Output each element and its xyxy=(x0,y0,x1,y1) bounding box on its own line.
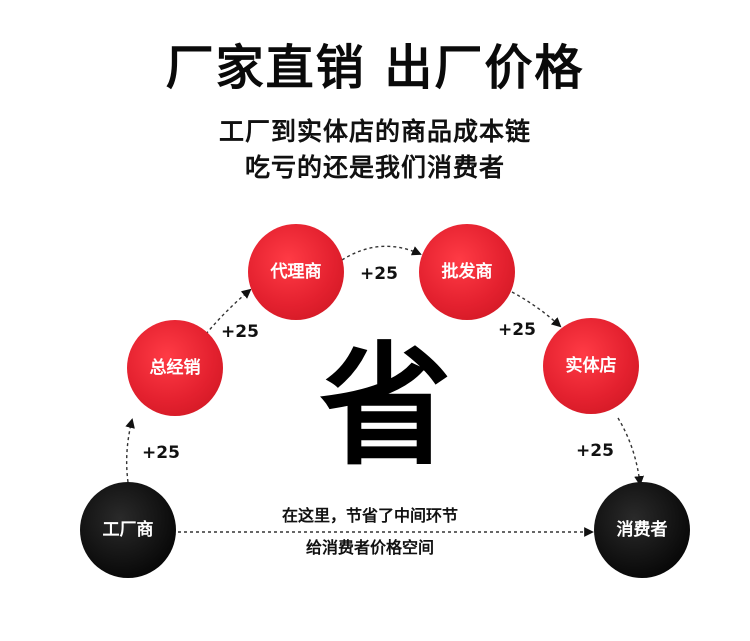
markup-store-consumer: +25 xyxy=(576,441,614,461)
node-distributor: 总经销 xyxy=(127,320,223,416)
node-agent: 代理商 xyxy=(248,224,344,320)
arrow-distributor-agent xyxy=(205,288,252,335)
arrow-store-consumer xyxy=(617,417,645,486)
node-store: 实体店 xyxy=(543,318,639,414)
page-title: 厂家直销 出厂价格 xyxy=(165,40,585,96)
markup-distributor-agent: +25 xyxy=(221,322,259,342)
node-consumer: 消费者 xyxy=(594,482,690,578)
direct-route-note-1: 在这里，节省了中间环节 xyxy=(281,506,458,525)
arrow-factory-distributor xyxy=(125,418,135,483)
markup-wholesaler-store: +25 xyxy=(498,320,536,340)
subtitle-line-2: 吃亏的还是我们消费者 xyxy=(244,153,505,182)
direct-route-note-2: 给消费者价格空间 xyxy=(305,538,434,557)
node-wholesaler: 批发商 xyxy=(419,224,515,320)
markup-factory-distributor: +25 xyxy=(142,443,180,463)
markup-agent-wholesaler: +25 xyxy=(360,264,398,284)
arrow-agent-wholesaler xyxy=(341,245,422,261)
subtitle-line-1: 工厂到实体店的商品成本链 xyxy=(218,117,531,146)
node-factory: 工厂商 xyxy=(80,482,176,578)
center-character: 省 xyxy=(319,330,452,484)
